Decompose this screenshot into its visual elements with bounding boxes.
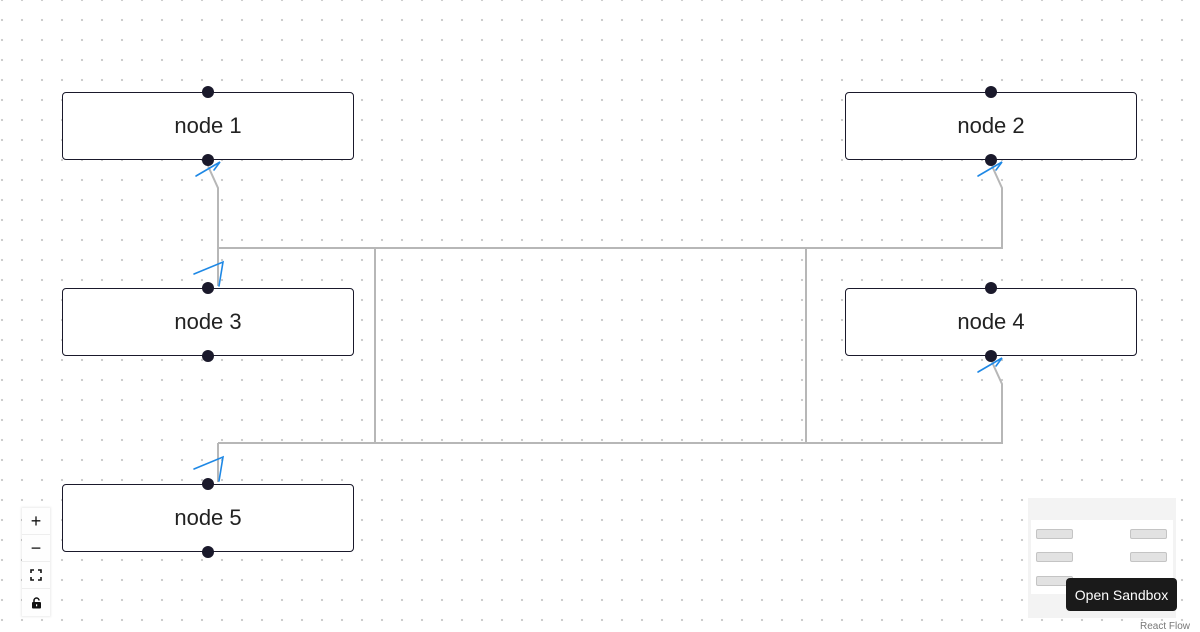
fit-view-icon	[30, 569, 42, 581]
minimap-node	[1130, 552, 1167, 562]
lock-toggle-button[interactable]	[22, 589, 50, 616]
target-handle[interactable]	[202, 478, 214, 490]
minimap-node	[1036, 552, 1073, 562]
open-sandbox-button[interactable]: Open Sandbox	[1066, 578, 1177, 611]
minus-icon: −	[30, 537, 42, 558]
flow-node[interactable]: node 2	[845, 86, 1137, 166]
lock-icon	[31, 596, 41, 608]
zoom-in-button[interactable]: +	[22, 508, 50, 535]
source-handle[interactable]	[202, 546, 214, 558]
edge-path[interactable]	[207, 165, 219, 248]
edge-arrow-marker	[193, 260, 225, 287]
node-label: node 2	[957, 113, 1025, 138]
plus-icon: +	[30, 510, 42, 531]
flow-node[interactable]: node 4	[845, 282, 1137, 362]
source-handle[interactable]	[985, 154, 997, 166]
flow-node[interactable]: node 5	[62, 478, 354, 558]
node-label: node 3	[174, 309, 242, 334]
attribution-link[interactable]: React Flow	[1140, 621, 1191, 632]
node-label: node 4	[957, 309, 1025, 334]
source-handle[interactable]	[202, 154, 214, 166]
edge-arrow-marker	[193, 455, 225, 482]
edge-arrow-marker	[977, 161, 1003, 177]
edge-path[interactable]	[218, 361, 1003, 444]
target-handle[interactable]	[985, 282, 997, 294]
minimap-node	[1036, 529, 1073, 539]
flow-node[interactable]: node 1	[62, 86, 354, 166]
edge-arrow-marker	[195, 161, 221, 177]
fit-view-button[interactable]	[22, 562, 50, 589]
source-handle[interactable]	[202, 350, 214, 362]
edge-path[interactable]	[218, 165, 1003, 249]
zoom-out-button[interactable]: −	[22, 535, 50, 562]
flow-controls: + −	[22, 508, 50, 616]
target-handle[interactable]	[985, 86, 997, 98]
target-handle[interactable]	[202, 86, 214, 98]
edge-arrow-marker	[977, 357, 1003, 373]
target-handle[interactable]	[202, 282, 214, 294]
minimap-node	[1130, 529, 1167, 539]
source-handle[interactable]	[985, 350, 997, 362]
node-label: node 5	[174, 505, 242, 530]
flow-node[interactable]: node 3	[62, 282, 354, 362]
node-label: node 1	[174, 113, 242, 138]
